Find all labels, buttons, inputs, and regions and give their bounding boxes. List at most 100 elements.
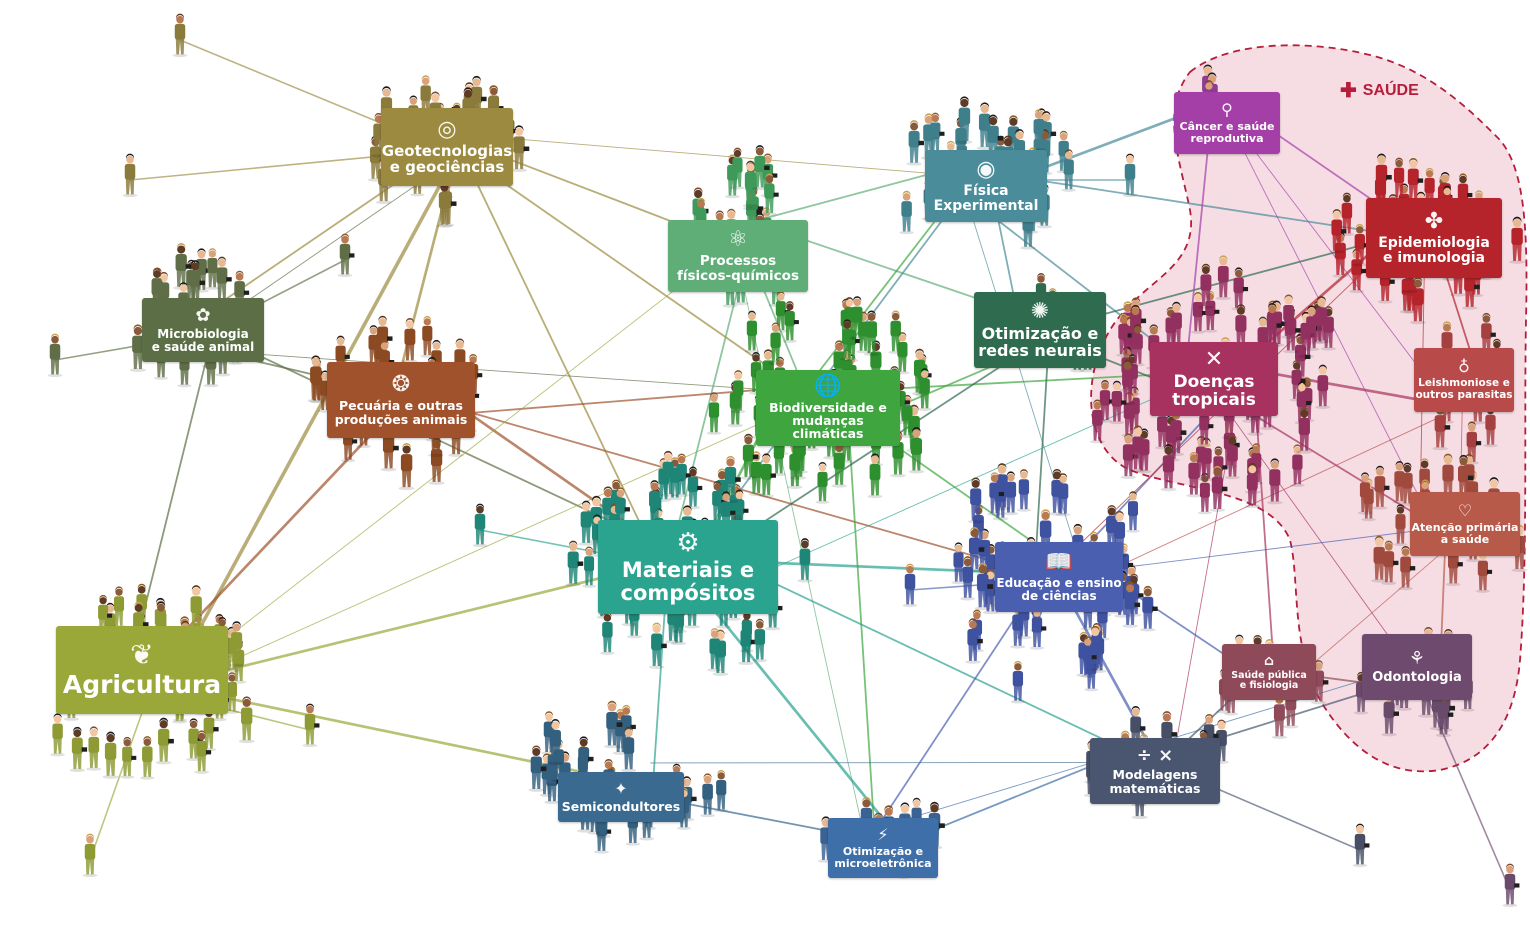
cluster-saude-publica: ⌂ Saúde pública e fisiologia xyxy=(1222,644,1316,700)
cluster-title-line1: Modelagens xyxy=(1112,767,1198,783)
person-figure xyxy=(758,453,776,498)
cluster-modelagens: ÷ × Modelagens matemáticas xyxy=(1090,738,1220,804)
person-figure xyxy=(1464,421,1482,465)
cluster-title-line1: Microbiologia xyxy=(157,326,249,341)
person-figure xyxy=(1352,223,1370,267)
tooth-icon: ⚘ xyxy=(1408,647,1426,669)
person-figure xyxy=(547,719,564,765)
person-figure xyxy=(1244,463,1260,509)
person-figure xyxy=(47,333,63,378)
edge-mat-otme xyxy=(698,591,897,835)
gears-icon: ⚙ xyxy=(676,528,700,559)
person-figure xyxy=(1160,444,1177,492)
person-figure xyxy=(1294,381,1312,425)
person-figure xyxy=(1116,313,1133,357)
person-figure xyxy=(1392,461,1407,504)
person-figure xyxy=(685,466,703,510)
cluster-title-line2: e saúde animal xyxy=(151,339,255,354)
edge-geo-fis xyxy=(455,133,997,180)
person-figure xyxy=(730,370,746,414)
person-figure xyxy=(1016,469,1032,512)
cluster-otimizacao-redes: ✺ Otimização e redes neurais xyxy=(974,292,1106,368)
cluster-title-line2: mudanças climáticas xyxy=(792,412,864,442)
person-figure xyxy=(1003,471,1019,516)
edge-bio-fis xyxy=(792,194,956,405)
cluster-title-line2: produções animais xyxy=(334,411,468,427)
cluster-title-line1: Doenças xyxy=(1173,371,1255,392)
person-figure xyxy=(906,120,924,166)
rocket-chip-icon: ✦ xyxy=(614,778,628,798)
virus-hands-icon: ✤ xyxy=(1424,208,1444,234)
person-figure xyxy=(967,477,984,524)
person-figure xyxy=(1097,380,1115,423)
person-figure xyxy=(420,315,435,358)
person-figure xyxy=(511,125,530,173)
person-figure xyxy=(1352,823,1370,868)
cluster-title-line2: reprodutiva xyxy=(1190,131,1264,145)
person-figure xyxy=(214,256,232,302)
person-figure xyxy=(603,700,623,749)
person-figure xyxy=(172,13,188,58)
person-figure xyxy=(1119,359,1136,406)
person-figure xyxy=(225,672,239,714)
cluster-title-line1: Pecuária e outras xyxy=(339,398,463,414)
person-figure xyxy=(565,540,584,587)
person-figure xyxy=(50,713,65,757)
person-figure xyxy=(895,332,910,375)
cluster-title-line1: Epidemiologia xyxy=(1378,234,1490,251)
cluster-educacao: 📖 Educação e ensino de ciências xyxy=(995,542,1123,612)
person-figure xyxy=(908,427,925,474)
person-figure xyxy=(815,461,830,504)
person-figure xyxy=(129,324,146,372)
person-figure xyxy=(773,291,790,333)
cluster-title-line2: microeletrônica xyxy=(834,856,932,870)
person-figure xyxy=(1126,491,1140,533)
cluster-epidemiologia: ✤ Epidemiologia e imunologia xyxy=(1366,198,1502,278)
person-figure xyxy=(1372,465,1390,510)
cluster-leishmoniose: ♁ Leishmoniose e outros parasitas xyxy=(1414,348,1514,412)
edge-geo-micro xyxy=(190,164,423,324)
person-figure xyxy=(1231,267,1249,311)
person-figure xyxy=(86,726,102,771)
person-figure xyxy=(660,450,676,497)
person-figure xyxy=(155,717,174,765)
person-figure xyxy=(578,500,594,546)
edge-individual-5 xyxy=(89,689,151,861)
person-figure xyxy=(1329,209,1347,254)
animal-icon: ❂ xyxy=(391,372,411,398)
hands-heart-icon: ♡ xyxy=(1457,500,1473,520)
person-figure xyxy=(122,153,138,198)
person-figure xyxy=(1140,585,1158,632)
person-figure xyxy=(744,310,760,353)
person-figure xyxy=(752,145,770,191)
person-figure xyxy=(987,472,1005,516)
building-icon: ⌂ xyxy=(1263,652,1275,669)
cluster-atencao: ♡ Atenção primária a saúde xyxy=(1410,492,1520,556)
cluster-title-line2: Experimental xyxy=(933,197,1039,214)
person-figure xyxy=(238,696,255,744)
person-figure xyxy=(782,301,799,343)
health-cross-icon: ✚ xyxy=(1340,80,1357,102)
person-figure xyxy=(120,736,137,779)
cluster-title-line1: Materiais e xyxy=(621,558,755,583)
person-figure xyxy=(1409,277,1426,325)
edge-agri-proc xyxy=(158,242,736,692)
person-figure xyxy=(956,96,973,144)
cluster-title-line2: compósitos xyxy=(620,580,756,605)
person-figure xyxy=(194,730,212,774)
edge-micro-bio xyxy=(209,350,790,392)
cluster-otimizacao-micro: ⚡ Otimização e microeletrônica xyxy=(828,818,938,878)
cluster-title-line2: outros parasitas xyxy=(1415,388,1513,401)
person-figure xyxy=(472,503,488,548)
cluster-title-line2: físicos-químicos xyxy=(677,267,799,284)
person-figure xyxy=(1186,451,1202,498)
person-figure xyxy=(1290,444,1305,487)
person-figure xyxy=(976,102,993,150)
person-figure xyxy=(840,319,855,361)
person-figure xyxy=(186,718,203,761)
cluster-title-line2: de ciências xyxy=(1021,588,1097,603)
lightning-chip-icon: ⚡ xyxy=(877,824,889,844)
cluster-title-line2: e fisiologia xyxy=(1239,679,1299,691)
math-symbols-icon: ÷ × xyxy=(1136,745,1174,767)
cluster-odontologia: ⚘ Odontologia xyxy=(1362,634,1472,700)
